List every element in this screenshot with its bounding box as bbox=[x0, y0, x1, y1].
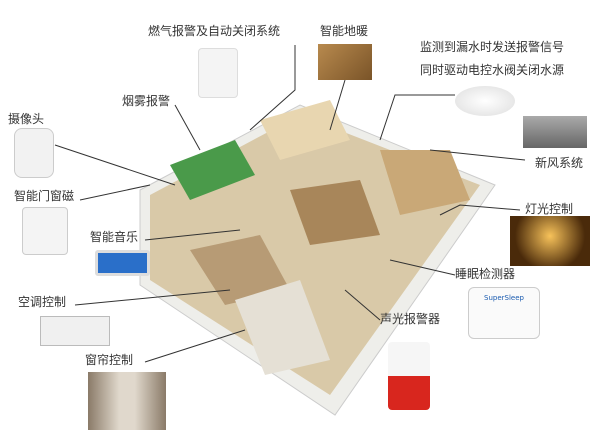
camera-icon bbox=[14, 128, 54, 178]
label-smoke: 烟雾报警 bbox=[122, 94, 171, 108]
label-lighting: 灯光控制 bbox=[525, 202, 574, 216]
music-panel-icon bbox=[95, 250, 150, 276]
label-leak-2: 同时驱动电控水阀关闭水源 bbox=[420, 63, 565, 77]
label-sleep: 睡眠检测器 bbox=[455, 267, 516, 281]
gas-detector-icon bbox=[198, 48, 238, 98]
label-gas: 燃气报警及自动关闭系统 bbox=[148, 24, 281, 38]
door-sensor-icon bbox=[22, 207, 68, 255]
label-camera: 摄像头 bbox=[8, 112, 45, 126]
green-room bbox=[170, 140, 255, 200]
label-music: 智能音乐 bbox=[90, 230, 139, 244]
label-fresh-air: 新风系统 bbox=[535, 156, 584, 170]
label-leak-1: 监测到漏水时发送报警信号 bbox=[420, 40, 565, 54]
floor-heating-image bbox=[318, 44, 372, 80]
label-ac: 空调控制 bbox=[18, 295, 67, 309]
sleep-monitor-icon: SuperSleep bbox=[468, 287, 540, 339]
label-siren: 声光报警器 bbox=[380, 312, 441, 326]
fresh-air-unit-icon bbox=[523, 116, 587, 148]
leak-sensor-icon bbox=[455, 86, 515, 116]
ac-panel-icon bbox=[40, 316, 110, 346]
label-curtain: 窗帘控制 bbox=[85, 353, 134, 367]
siren-icon bbox=[388, 342, 430, 410]
sleep-brand: SuperSleep bbox=[484, 294, 524, 302]
curtain-image bbox=[88, 372, 166, 430]
lamp-image bbox=[510, 216, 590, 266]
label-door-sensor: 智能门窗磁 bbox=[14, 189, 75, 203]
label-floor-heating: 智能地暖 bbox=[320, 24, 369, 38]
